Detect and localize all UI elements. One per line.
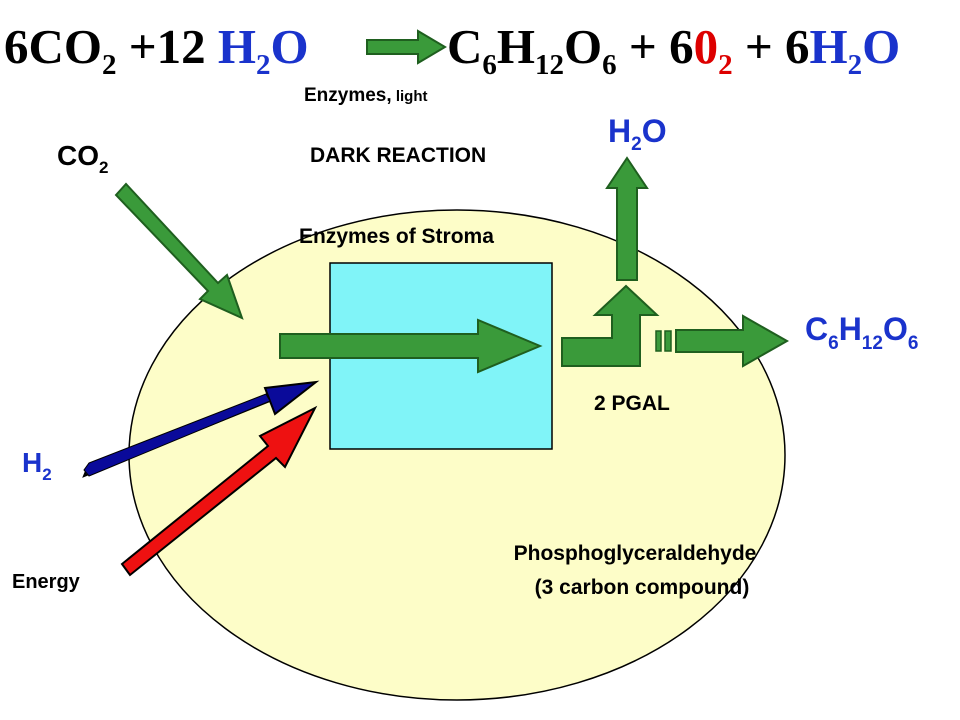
h2-in-arrow-icon	[82, 380, 320, 478]
co2-input-label: CO2	[57, 140, 108, 177]
pgal-bend-arrow-icon	[561, 284, 660, 367]
stroma-arrow-icon	[279, 318, 543, 374]
eq-glucose-o: O	[564, 19, 602, 74]
water-output-label: H2O	[608, 113, 667, 155]
water-out-arrow-icon	[605, 156, 649, 281]
eq-glucose-c-sub: 6	[482, 49, 497, 81]
eq-glucose-h: H	[497, 19, 535, 74]
co2-in-arrow-icon	[114, 182, 244, 320]
eq-water-sub: 2	[256, 49, 271, 81]
eq-water-h: H	[218, 19, 256, 74]
eq-plus: +12	[117, 19, 218, 74]
eq-oxygen-coef: 6	[669, 19, 694, 74]
eq-glucose-c: C	[447, 19, 482, 74]
enzymes-light-label: Enzymes, light	[304, 85, 427, 106]
eq-oxygen-zero: 0	[694, 19, 719, 74]
eq-glucose-h-sub: 12	[535, 49, 564, 81]
eq-co2-sub: 2	[102, 49, 117, 81]
eq-water-o: O	[271, 19, 309, 74]
energy-input-label: Energy	[12, 571, 81, 593]
pgal-label: 2 PGAL	[594, 392, 670, 415]
h2-input-label: H2	[22, 447, 52, 484]
eq-water2-h: H	[809, 19, 847, 74]
eq-water2-sub: 2	[848, 49, 863, 81]
phospho-line2: (3 carbon compound)	[535, 576, 750, 599]
enzymes-of-stroma-label: Enzymes of Stroma	[299, 225, 494, 248]
eq-co2: 6CO	[4, 19, 102, 74]
eq-plus-2: +	[733, 19, 785, 74]
eq-plus-1: +	[617, 19, 669, 74]
photosynthesis-equation-products: C6H12O6 + 602 + 6H2O	[447, 19, 900, 81]
dark-reaction-title: DARK REACTION	[310, 144, 486, 167]
eq-oxygen-sub: 2	[718, 49, 733, 81]
glucose-output-label: C6H12O6	[805, 311, 918, 354]
phospho-line1: Phosphoglyceraldehyde	[514, 542, 757, 565]
photosynthesis-equation: 6CO2 +12 H2O	[4, 19, 309, 81]
eq-water2-o: O	[862, 19, 900, 74]
eq-water-coef: 6	[785, 19, 810, 74]
glucose-out-arrow-icon	[655, 314, 790, 368]
equation-arrow-icon	[366, 29, 447, 65]
eq-glucose-o-sub: 6	[602, 49, 617, 81]
energy-in-arrow-icon	[120, 405, 318, 577]
